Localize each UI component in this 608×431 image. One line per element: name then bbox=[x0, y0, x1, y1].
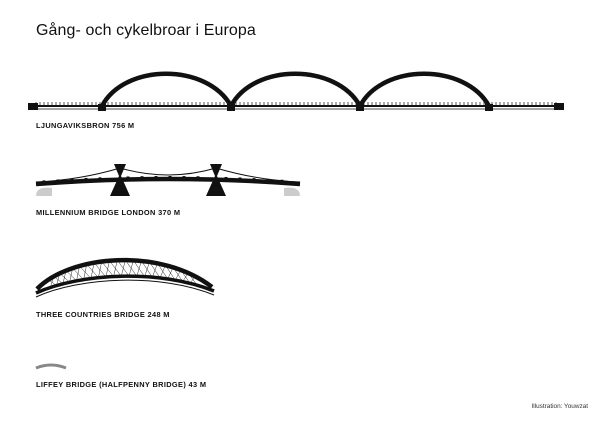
deck-hanger bbox=[168, 176, 172, 182]
arch-hanger bbox=[189, 276, 196, 284]
ground-left bbox=[36, 187, 52, 196]
deck-edge bbox=[35, 279, 215, 298]
arch-hanger bbox=[105, 260, 110, 278]
pier-right bbox=[206, 164, 226, 196]
bridge-label-liffey: LIFFEY BRIDGE (HALFPENNY BRIDGE) 43 M bbox=[36, 380, 207, 389]
abutment-right bbox=[554, 103, 564, 110]
illustration-credit: Illustration: Youwzat bbox=[531, 403, 589, 410]
page-title: Gång- och cykelbroar i Europa bbox=[36, 22, 256, 39]
arch-hanger bbox=[182, 272, 189, 282]
cable-right bbox=[215, 167, 301, 183]
arch-hanger bbox=[98, 261, 102, 278]
bridge-label-millennium: MILLENNIUM BRIDGE LONDON 370 M bbox=[36, 208, 181, 217]
arch-hanger bbox=[136, 260, 142, 277]
deck-hanger bbox=[140, 176, 144, 182]
arch-hanger bbox=[83, 264, 87, 280]
arch-hanger bbox=[144, 261, 150, 277]
deck-hanger bbox=[252, 178, 256, 184]
deck-hanger bbox=[56, 179, 60, 185]
deck-hanger bbox=[224, 176, 228, 182]
deck-hanger bbox=[182, 176, 186, 182]
arch-hanger bbox=[157, 263, 168, 280]
deck-hanger bbox=[196, 176, 200, 182]
deck bbox=[35, 176, 301, 187]
deck-hanger bbox=[154, 176, 158, 182]
arch-hanger bbox=[167, 267, 174, 280]
arch-hanger bbox=[113, 260, 118, 277]
arch-hanger bbox=[59, 273, 70, 283]
bridge-label-ljungaviksbron: LJUNGAVIKSBRON 756 M bbox=[36, 121, 135, 130]
deck-hanger bbox=[266, 178, 270, 184]
arch-hanger bbox=[188, 272, 198, 286]
pier-left bbox=[110, 164, 130, 196]
arch-hanger bbox=[50, 276, 55, 288]
arch-hanger bbox=[149, 261, 161, 279]
deck-hanger bbox=[238, 177, 242, 183]
deck-hanger bbox=[42, 180, 46, 186]
arch-hanger bbox=[165, 265, 176, 281]
arch-hanger bbox=[175, 269, 181, 281]
arch-hanger bbox=[62, 270, 67, 284]
arch-hanger bbox=[69, 268, 73, 283]
deck-hanger bbox=[280, 179, 284, 185]
cable-mid bbox=[119, 167, 217, 176]
abutment-left bbox=[28, 103, 38, 110]
pier-3 bbox=[356, 104, 364, 111]
deck-hanger bbox=[70, 178, 74, 184]
arch-hanger bbox=[121, 260, 126, 277]
millennium-bridge-drawing bbox=[35, 164, 301, 196]
arch-hanger bbox=[56, 273, 61, 286]
pier-2 bbox=[227, 104, 235, 111]
pier-1 bbox=[98, 104, 106, 111]
deck-hanger bbox=[126, 176, 130, 182]
arch-hanger bbox=[159, 265, 166, 279]
arch-2 bbox=[229, 71, 362, 108]
pier-4 bbox=[485, 104, 493, 111]
liffey-bridge-drawing bbox=[35, 363, 67, 370]
arch-hanger bbox=[152, 263, 158, 278]
three-countries-bridge-drawing bbox=[35, 257, 215, 298]
deck-hanger bbox=[98, 177, 102, 183]
arch-hanger bbox=[65, 270, 77, 281]
arch-hanger bbox=[76, 265, 80, 281]
arch-hanger bbox=[90, 262, 95, 279]
ljungaviksbron-drawing bbox=[28, 71, 564, 111]
arch-3 bbox=[358, 71, 491, 108]
arch-hanger bbox=[48, 279, 57, 286]
deck bbox=[35, 274, 215, 295]
arch-hanger bbox=[53, 276, 64, 284]
arch-hanger bbox=[128, 260, 134, 277]
ground-right bbox=[284, 187, 300, 196]
deck-hanger bbox=[84, 177, 88, 183]
arch-hanger bbox=[172, 267, 183, 282]
arch-1 bbox=[100, 71, 233, 108]
arch-hanger bbox=[180, 269, 191, 284]
bridge-label-three-countries: THREE COUNTRIES BRIDGE 248 M bbox=[36, 310, 170, 319]
arch bbox=[35, 363, 67, 370]
